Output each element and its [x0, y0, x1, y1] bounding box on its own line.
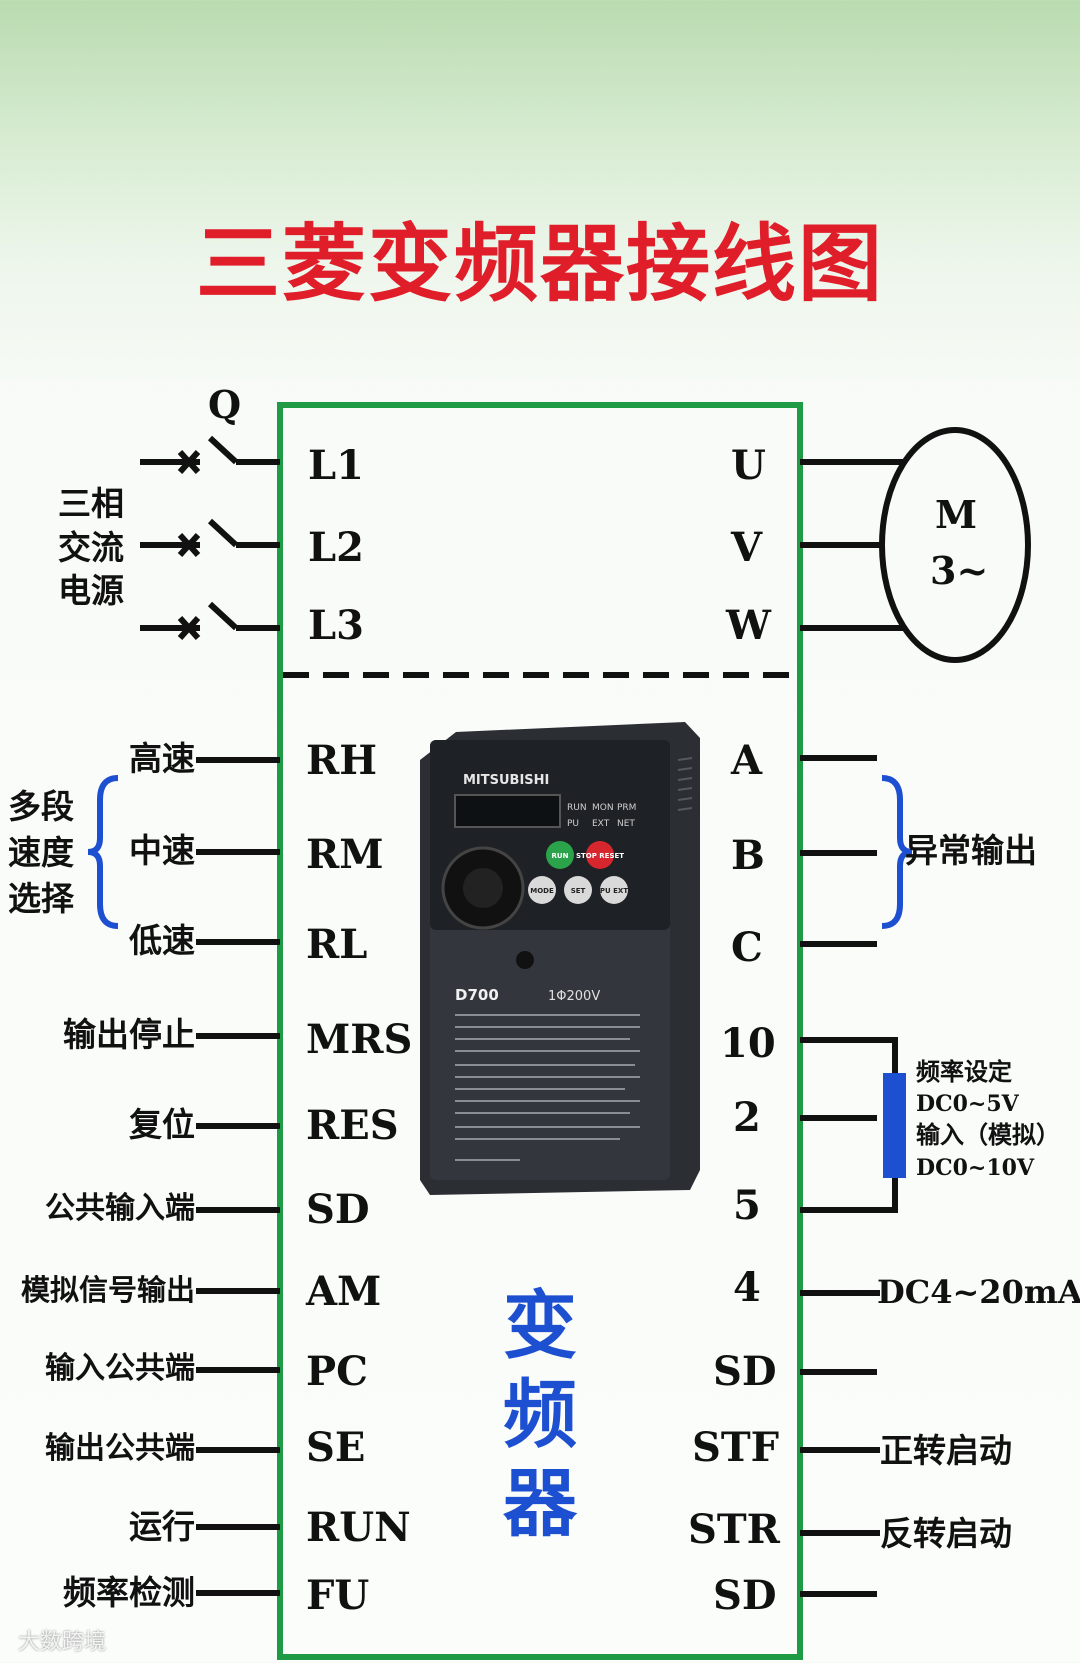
freq-setting-label: 频率设定 DC0~5V 输入（模拟） DC0~10V — [916, 1056, 1060, 1183]
motor-label-m: M — [935, 492, 978, 537]
right-control-lines — [800, 755, 898, 1597]
power-source-label-line: 电源 — [58, 571, 124, 611]
indicator-net: NET — [617, 819, 635, 829]
run-key-label: RUN — [552, 852, 569, 860]
left-label-se: 输出公共端 — [45, 1431, 195, 1466]
fault-output-label: 异常输出 — [905, 831, 1037, 870]
right-label-str: 反转启动 — [880, 1514, 1012, 1553]
indicator-pu: PU — [567, 819, 579, 829]
left-label-run: 运行 — [129, 1507, 195, 1546]
freq-setting-line: 输入（模拟） — [916, 1121, 1060, 1150]
fault-output-brace — [881, 775, 913, 929]
indicator-run: RUN — [567, 803, 587, 813]
freq-setting-marker — [883, 1073, 906, 1178]
terminal-rl: RL — [306, 921, 368, 968]
speed-group-label-line: 速度 — [8, 833, 74, 873]
lcd-display — [454, 794, 561, 828]
indicator-prm: PRM — [617, 803, 636, 813]
key-labels: RUN STOP RESET MODE SET PU EXT — [530, 852, 628, 895]
speed-group-label-line: 选择 — [8, 879, 74, 919]
freq-setting-line: DC0~10V — [916, 1154, 1035, 1181]
left-label-rh: 高速 — [129, 739, 195, 778]
power-source-label-line: 三相 — [58, 484, 124, 523]
terminal-mrs: MRS — [306, 1016, 413, 1063]
breaker-x-marks — [177, 449, 201, 641]
terminal-v: V — [731, 524, 763, 571]
stop-reset-key-label: STOP RESET — [576, 852, 624, 860]
left-label-pc: 输入公共端 — [45, 1351, 195, 1386]
terminal-am: AM — [306, 1268, 382, 1315]
speed-group-brace — [87, 775, 119, 929]
left-label-fu: 频率检测 — [63, 1573, 195, 1612]
freq-setting-line: DC0~5V — [916, 1091, 1019, 1118]
model-text: D700 — [455, 986, 499, 1004]
stop-reset-key — [586, 841, 614, 869]
switch-label: Q — [208, 382, 242, 427]
pu-ext-key-label: PU EXT — [600, 887, 628, 895]
set-key — [564, 876, 592, 904]
power-input-lines — [140, 435, 280, 631]
left-label-sd: 公共输入端 — [45, 1191, 195, 1226]
mode-key — [528, 876, 556, 904]
motor-circle — [879, 427, 1031, 663]
freq-setting-line: 频率设定 — [916, 1058, 1012, 1086]
terminal-run: RUN — [306, 1504, 411, 1551]
terminal-10: 10 — [720, 1020, 776, 1067]
inverter-product-image: MITSUBISHI RUN MON PRM PU EXT NET RUN ST… — [420, 722, 700, 1195]
page-title: 三菱变频器接线图 — [195, 215, 884, 313]
terminal-rm: RM — [306, 831, 384, 878]
brand-text: MITSUBISHI — [463, 773, 549, 788]
terminal-l1: L1 — [308, 442, 364, 489]
warning-text-lines — [455, 1014, 640, 1161]
rating-text: 1Φ200V — [548, 989, 600, 1004]
terminal-se: SE — [306, 1424, 366, 1471]
motor-label-phase: 3~ — [930, 548, 989, 593]
power-source-label: 三相 交流 电源 — [58, 482, 124, 613]
terminal-pc: PC — [306, 1348, 368, 1395]
cover-screw — [516, 951, 534, 969]
terminal-str: STR — [688, 1506, 780, 1553]
indicator-labels: RUN MON PRM PU EXT NET — [567, 803, 636, 829]
speed-group-label-line: 多段 — [8, 787, 74, 826]
terminal-sd-right-2: SD — [713, 1572, 777, 1619]
terminal-4: 4 — [733, 1264, 761, 1311]
left-control-lines — [196, 757, 280, 1596]
run-key — [546, 841, 574, 869]
terminal-l3: L3 — [308, 602, 364, 649]
right-label-stf: 正转启动 — [880, 1431, 1012, 1470]
inverter-frame — [277, 402, 803, 1660]
left-label-am: 模拟信号输出 — [20, 1273, 195, 1307]
speed-group-label: 多段 速度 选择 — [8, 784, 74, 923]
left-label-mrs: 输出停止 — [63, 1015, 195, 1054]
pu-ext-key — [600, 876, 628, 904]
motor-output-lines — [800, 459, 905, 631]
terminal-sd-right-1: SD — [713, 1348, 777, 1395]
terminal-b: B — [731, 832, 765, 879]
left-label-rl: 低速 — [129, 921, 195, 960]
inverter-label: 变频器 — [503, 1283, 577, 1547]
terminal-fu: FU — [306, 1572, 370, 1619]
terminal-5: 5 — [733, 1182, 761, 1229]
watermark: 大数跨境 — [18, 1630, 107, 1655]
terminal-rh: RH — [306, 737, 378, 784]
terminal-sd-left: SD — [306, 1186, 370, 1233]
right-label-4: DC4~20mA — [877, 1273, 1080, 1311]
power-source-label-line: 交流 — [58, 527, 124, 567]
indicator-mon: MON — [592, 803, 614, 813]
terminal-a: A — [731, 737, 763, 784]
terminal-stf: STF — [692, 1424, 780, 1471]
terminal-w: W — [726, 602, 771, 649]
left-label-res: 复位 — [129, 1105, 195, 1144]
terminal-l2: L2 — [308, 524, 364, 571]
terminal-u: U — [731, 442, 766, 489]
indicator-ext: EXT — [592, 819, 610, 829]
left-label-rm: 中速 — [129, 831, 195, 870]
terminal-res: RES — [306, 1102, 399, 1149]
vent-slots — [677, 757, 693, 811]
terminal-c: C — [731, 924, 763, 971]
mode-key-label: MODE — [530, 887, 554, 895]
terminal-2: 2 — [733, 1094, 761, 1141]
set-key-label: SET — [571, 887, 586, 895]
